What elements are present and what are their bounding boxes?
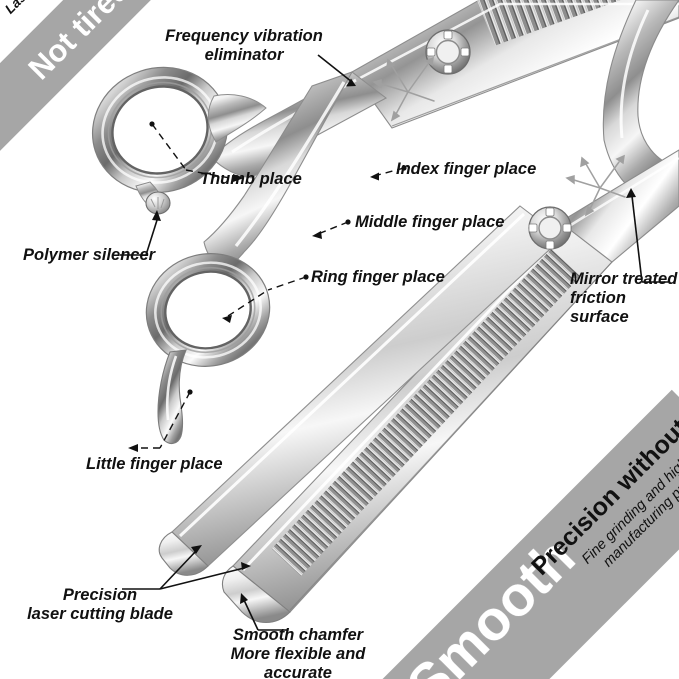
callout-mirror-treated-friction-surface: Mirror treated friction surface [570, 270, 678, 326]
lower-pivot-screw [528, 206, 572, 250]
leader-smooth-chamfer [240, 593, 288, 631]
callout-polymer-silencer: Polymer silencer [23, 246, 156, 264]
finger-rest-tang [157, 349, 187, 445]
leader-middle-finger-place [312, 219, 351, 239]
callout-middle-finger-place: Middle finger place [355, 213, 505, 231]
callout-index-finger-place: Index finger place [396, 160, 537, 178]
leader-precision-laser-cutting-blade [122, 545, 251, 590]
upper-blade-teeth [477, 0, 679, 58]
leader-little-finger-place [128, 389, 193, 452]
brand-emblem-upper [372, 56, 435, 122]
brand-emblem-lower [565, 154, 626, 217]
front-handle-assembly [145, 71, 354, 445]
ring-finger-ring [145, 253, 271, 367]
polymer-silencer-bumper [145, 191, 171, 215]
leader-thumb-place [149, 121, 244, 182]
lower-scissor [158, 149, 679, 624]
leader-mirror-treated-friction-surface [626, 188, 668, 283]
callout-thumb-place: Thumb place [200, 170, 302, 188]
callout-leaders [120, 54, 668, 631]
callout-frequency-vibration-eliminator: Frequency vibration eliminator [165, 27, 323, 64]
callout-ring-finger-place: Ring finger place [311, 268, 445, 286]
leader-ring-finger-place [222, 274, 309, 323]
callout-little-finger-place: Little finger place [86, 455, 223, 473]
callout-precision-laser-cutting-blade: Precision laser cutting blade [27, 586, 173, 623]
lower-shank [559, 149, 679, 263]
upper-thinning-blade [351, 0, 679, 129]
upper-pivot-screw [425, 29, 471, 75]
leader-frequency-vibration-eliminator [317, 54, 356, 87]
callout-smooth-chamfer: Smooth chamfer More flexible and accurat… [230, 626, 366, 679]
lower-blade-teeth [271, 248, 581, 576]
leader-index-finger-place [370, 165, 407, 181]
leader-polymer-silencer [120, 210, 161, 256]
